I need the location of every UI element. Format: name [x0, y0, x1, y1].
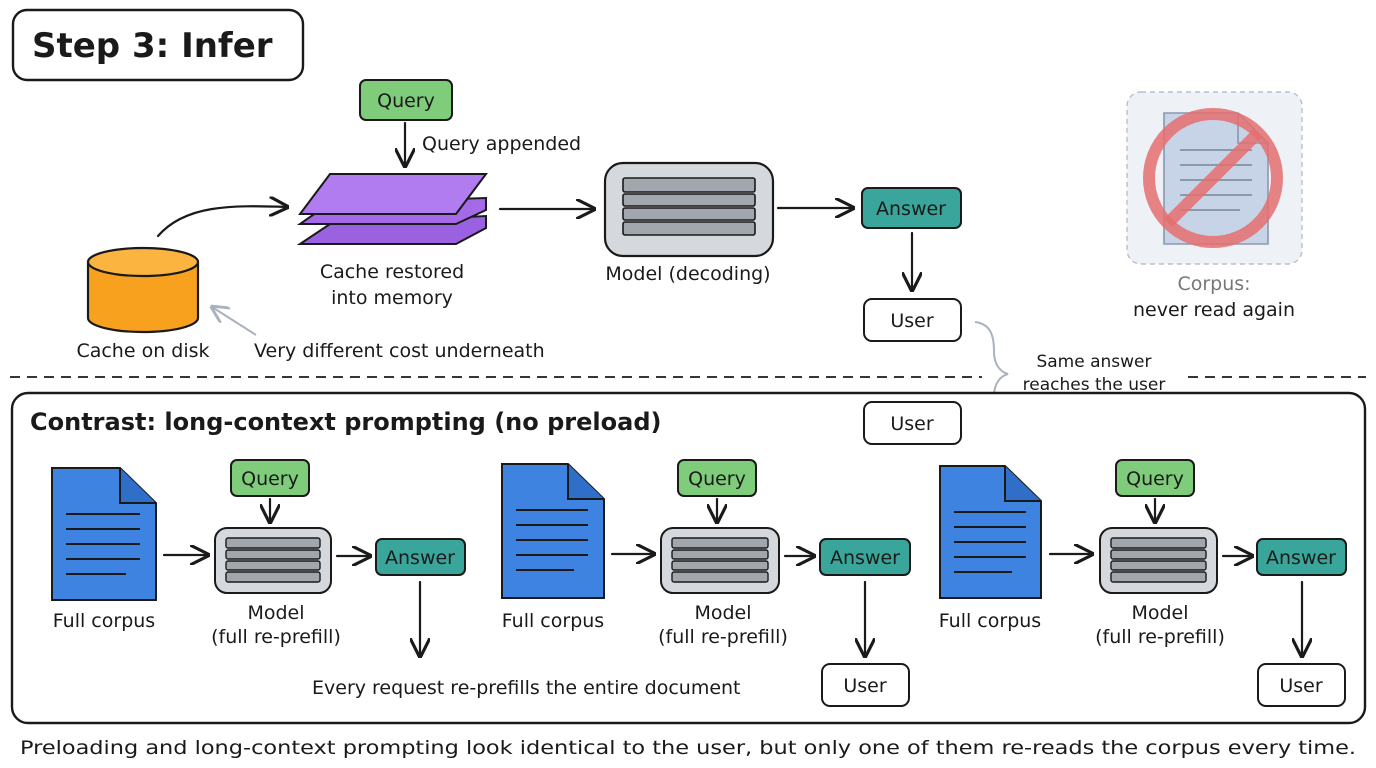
- contrast-user-box-1: User: [821, 663, 910, 707]
- answer-label: Answer: [385, 547, 455, 569]
- model-label-2: (full re-prefill): [658, 626, 788, 648]
- contrast-group-2: Full corpus Query Model (full re-prefill…: [501, 459, 911, 656]
- footer-caption: Preloading and long-context prompting lo…: [20, 737, 1356, 759]
- document-icon: [501, 463, 605, 599]
- page-title: Step 3: Infer: [32, 26, 273, 66]
- corpus-label-2: never read again: [1133, 299, 1295, 321]
- cache-restored-label-1: Cache restored: [320, 261, 464, 283]
- contrast-title: Contrast: long-context prompting (no pre…: [30, 408, 661, 436]
- query-label: Query: [688, 468, 746, 490]
- model-label-1: Model: [247, 602, 304, 624]
- query-appended-label: Query appended: [422, 133, 581, 155]
- model-label-2: (full re-prefill): [211, 626, 341, 648]
- model-box: [660, 527, 780, 594]
- model-label-2: (full re-prefill): [1095, 626, 1225, 648]
- same-answer-label-1: Same answer: [1036, 352, 1151, 372]
- title-box: Step 3: Infer: [11, 8, 305, 82]
- model-label-1: Model: [694, 602, 751, 624]
- same-answer-label-2: reaches the user: [1023, 375, 1166, 395]
- arrow-disk-to-cache: [156, 206, 287, 238]
- cost-note-label: Very different cost underneath: [254, 340, 545, 362]
- full-corpus-label: Full corpus: [502, 610, 604, 632]
- model-label-1: Model: [1131, 602, 1188, 624]
- full-corpus-label: Full corpus: [939, 610, 1041, 632]
- cache-layers-icon: [296, 173, 488, 245]
- top-answer-chip: Answer: [861, 187, 962, 229]
- top-answer-label: Answer: [876, 198, 946, 220]
- top-query-chip: Query: [359, 79, 453, 121]
- top-query-label: Query: [377, 90, 435, 112]
- cache-restored-label-2: into memory: [331, 287, 453, 309]
- answer-chip: Answer: [1256, 538, 1347, 576]
- answer-label: Answer: [830, 547, 900, 569]
- top-model-label: Model (decoding): [605, 263, 770, 285]
- contrast-user-label-1: User: [843, 675, 886, 697]
- top-user-label: User: [890, 310, 933, 332]
- model-layer-icon: [622, 177, 756, 193]
- answer-chip: Answer: [819, 538, 911, 576]
- contrast-group-1: Full corpus Query Model (full re-prefill…: [51, 459, 466, 656]
- full-corpus-label: Full corpus: [53, 610, 155, 632]
- query-label: Query: [1126, 468, 1184, 490]
- top-user-box: User: [863, 298, 962, 342]
- corpus-prohibited-icon: [1126, 91, 1303, 265]
- re-prefill-note: Every request re-prefills the entire doc…: [312, 677, 741, 699]
- query-chip: Query: [1115, 459, 1195, 497]
- cache-on-disk-label: Cache on disk: [76, 340, 209, 362]
- model-box: [1099, 527, 1218, 594]
- top-model-box: [603, 161, 775, 258]
- query-label: Query: [241, 468, 299, 490]
- answer-label: Answer: [1266, 547, 1336, 569]
- answer-chip: Answer: [375, 538, 466, 576]
- contrast-user-label-2: User: [1279, 675, 1322, 697]
- corpus-label-1: Corpus:: [1177, 273, 1250, 295]
- bridge-user-label: User: [890, 413, 933, 435]
- query-chip: Query: [230, 459, 310, 497]
- arrow-cost-note: [212, 307, 257, 336]
- document-icon: [51, 467, 157, 601]
- bridge-user-box: User: [863, 401, 962, 445]
- disk-cylinder-icon: [86, 246, 200, 334]
- contrast-group-3: Full corpus Query Model (full re-prefill…: [939, 459, 1347, 656]
- contrast-user-box-2: User: [1257, 663, 1346, 707]
- document-icon: [939, 465, 1042, 599]
- query-chip: Query: [677, 459, 757, 497]
- model-box: [214, 527, 332, 594]
